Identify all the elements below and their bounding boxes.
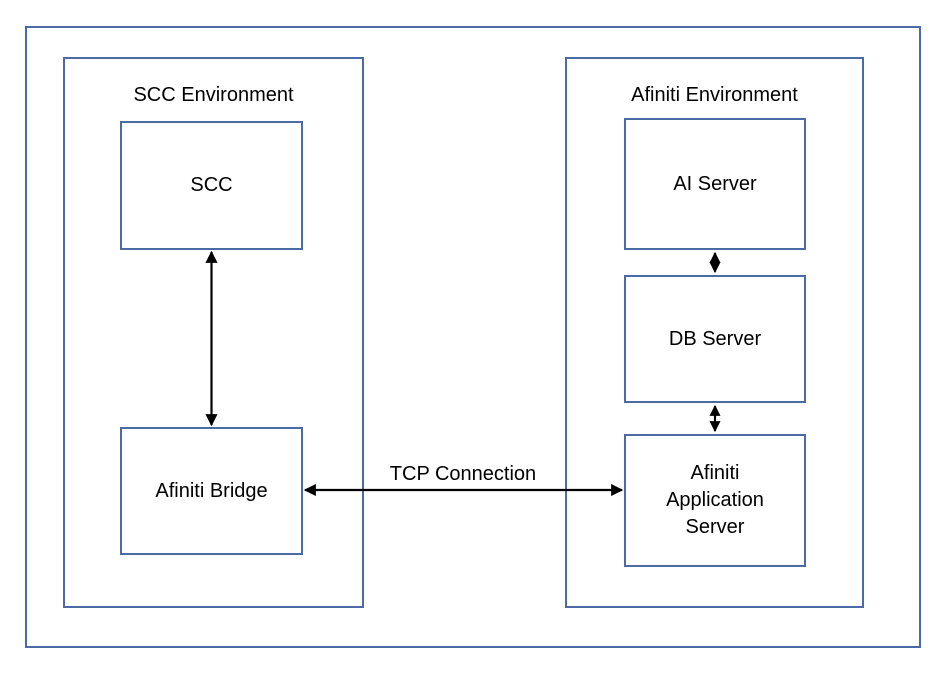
afiniti-environment-title: Afiniti Environment bbox=[631, 84, 798, 106]
connector-label-tcp-connection: TCP Connection bbox=[389, 463, 537, 485]
node-afiniti-application-server-label: Afiniti Application Server bbox=[666, 462, 764, 538]
node-scc-label: SCC bbox=[190, 174, 233, 196]
afiniti-environment-container bbox=[565, 57, 864, 608]
scc-environment-container bbox=[63, 57, 364, 608]
node-afiniti-bridge-label: Afiniti Bridge bbox=[155, 479, 268, 502]
node-db-server[interactable]: DB Server bbox=[624, 275, 806, 403]
node-afiniti-application-server[interactable]: Afiniti Application Server bbox=[624, 434, 806, 567]
node-ai-server[interactable]: AI Server bbox=[624, 118, 806, 250]
scc-environment-title: SCC Environment bbox=[133, 84, 294, 106]
node-scc[interactable]: SCC bbox=[120, 121, 303, 250]
node-db-server-label: DB Server bbox=[668, 327, 762, 350]
outer-frame bbox=[25, 26, 921, 648]
node-ai-server-label: AI Server bbox=[673, 172, 757, 195]
node-afiniti-bridge[interactable]: Afiniti Bridge bbox=[120, 427, 303, 555]
